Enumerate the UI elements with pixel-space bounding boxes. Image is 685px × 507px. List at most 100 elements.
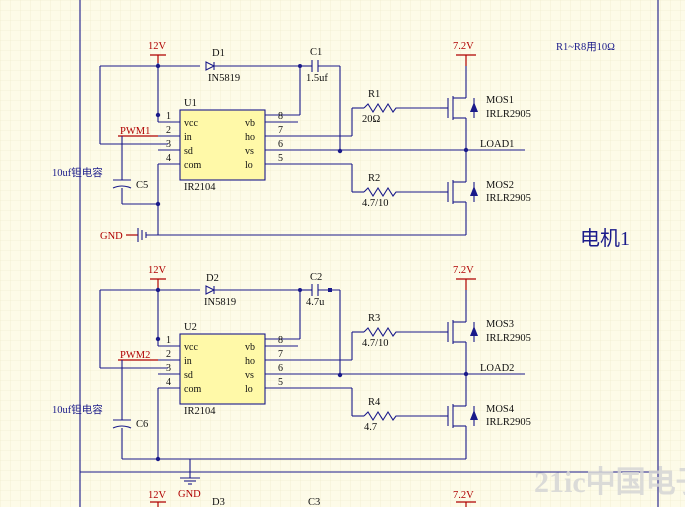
- tant-ref: C6: [136, 419, 148, 430]
- pin-num: 6: [278, 139, 283, 150]
- watermark: 21ic中国电子网: [534, 466, 685, 499]
- cap-ref: C1: [310, 47, 322, 58]
- mos-ref: MOS4: [486, 404, 515, 415]
- load-label: LOAD1: [480, 139, 514, 150]
- mos-part: IRLR2905: [486, 193, 531, 204]
- ic-body: [179, 333, 266, 405]
- pwm-label: PWM2: [120, 350, 150, 361]
- pin-num: 3: [166, 363, 171, 374]
- ic-part: IR2104: [184, 406, 216, 417]
- pin-name: vb: [245, 118, 255, 129]
- pin-num: 7: [278, 349, 283, 360]
- res-value: 4.7/10: [362, 198, 389, 209]
- diode-ref: D3: [212, 497, 225, 507]
- cap-value: 1.5uf: [306, 73, 328, 84]
- pin-name: lo: [245, 384, 253, 395]
- mos-ref: MOS1: [486, 95, 514, 106]
- pin-name: vs: [245, 370, 254, 381]
- resistor-high: R3 4.7/10: [362, 313, 440, 349]
- mos-part: IRLR2905: [486, 109, 531, 120]
- vmotor-label: 7.2V: [453, 490, 474, 501]
- resistor-high: R1 20Ω: [362, 89, 440, 125]
- resistor-note: R1~R8用10Ω: [556, 42, 615, 53]
- pin-num: 7: [278, 125, 283, 136]
- res-value: 20Ω: [362, 114, 381, 125]
- mosfet-high: MOS1 IRLR2905: [440, 95, 531, 150]
- cap-ref: C2: [310, 272, 322, 283]
- ic-part: IR2104: [184, 182, 216, 193]
- cap-value: 4.7u: [306, 297, 325, 308]
- pin-name: ho: [245, 356, 255, 367]
- pin-num: 8: [278, 111, 283, 122]
- vcc-label: 12V: [148, 490, 167, 501]
- res-ref: R4: [368, 397, 381, 408]
- pin-name: ho: [245, 132, 255, 143]
- pin-name: vcc: [184, 342, 198, 353]
- mos-part: IRLR2905: [486, 417, 531, 428]
- res-value: 4.7: [364, 422, 377, 433]
- ic-pins-right: 8 7 6 5 vb ho vs lo: [245, 111, 298, 171]
- pin-num: 4: [166, 153, 171, 164]
- pin-num: 4: [166, 377, 171, 388]
- vcc-label: 12V: [148, 41, 167, 52]
- ic-pins-right: 8 7 6 5 vb ho vs lo: [245, 335, 298, 395]
- pin-name: vs: [245, 146, 254, 157]
- pin-num: 8: [278, 335, 283, 346]
- pin-num: 2: [166, 349, 171, 360]
- pin-num: 1: [166, 111, 171, 122]
- res-ref: R3: [368, 313, 380, 324]
- resistor-low: R4 4.7: [363, 397, 440, 433]
- ic-ref: U1: [184, 98, 197, 109]
- pin-num: 1: [166, 335, 171, 346]
- mos-part: IRLR2905: [486, 333, 531, 344]
- load-label: LOAD2: [480, 363, 514, 374]
- ic-pins-left: 1 2 3 4 vcc in sd com: [158, 111, 201, 171]
- sheet-border: [79, 0, 659, 507]
- tant-ref: C5: [136, 180, 148, 191]
- pin-num: 5: [278, 153, 283, 164]
- motor-label: 电机1: [580, 227, 630, 250]
- mos-ref: MOS3: [486, 319, 514, 330]
- diode-part: IN5819: [204, 297, 236, 308]
- mosfet-high: MOS3 IRLR2905: [440, 319, 531, 374]
- channel-2: 12V D2 IN5819 C2 4.7u U2 IR2104 1: [52, 265, 531, 500]
- res-value: 4.7/10: [362, 338, 389, 349]
- mosfet-low: MOS4 IRLR2905: [440, 374, 531, 428]
- tant-label: 10uf钽电容: [52, 166, 103, 179]
- resistor-low: R2 4.7/10: [362, 173, 440, 209]
- vmotor-label: 7.2V: [453, 265, 474, 276]
- vmotor-label: 7.2V: [453, 41, 474, 52]
- pin-name: vcc: [184, 118, 198, 129]
- gnd-label: GND: [100, 231, 123, 242]
- pin-num: 2: [166, 125, 171, 136]
- ic-body: [179, 109, 266, 181]
- channel-1: 12V D1 IN5819 C1 1.5uf U1 IR2104: [52, 41, 531, 242]
- pin-num: 3: [166, 139, 171, 150]
- mosfet-low: MOS2 IRLR2905: [440, 150, 531, 204]
- pin-num: 5: [278, 377, 283, 388]
- tant-label: 10uf钽电容: [52, 403, 103, 416]
- res-ref: R1: [368, 89, 380, 100]
- pwm-label: PWM1: [120, 126, 150, 137]
- vcc-label: 12V: [148, 265, 167, 276]
- diode-ref: D1: [212, 48, 225, 59]
- mos-ref: MOS2: [486, 180, 514, 191]
- ic-pins-left: 1 2 3 4 vcc in sd com: [158, 335, 201, 395]
- channel-3: 12V D3 C3 7.2V: [148, 490, 476, 507]
- pin-num: 6: [278, 363, 283, 374]
- pin-name: sd: [184, 146, 193, 157]
- diode-ref: D2: [206, 273, 219, 284]
- pin-name: com: [184, 160, 201, 171]
- cap-ref: C3: [308, 497, 320, 507]
- pin-name: vb: [245, 342, 255, 353]
- pin-name: in: [184, 356, 192, 367]
- ic-ref: U2: [184, 322, 197, 333]
- pin-name: lo: [245, 160, 253, 171]
- diode-part: IN5819: [208, 73, 240, 84]
- pin-name: com: [184, 384, 201, 395]
- res-ref: R2: [368, 173, 380, 184]
- pin-name: sd: [184, 370, 193, 381]
- gnd-label: GND: [178, 489, 201, 500]
- pin-name: in: [184, 132, 192, 143]
